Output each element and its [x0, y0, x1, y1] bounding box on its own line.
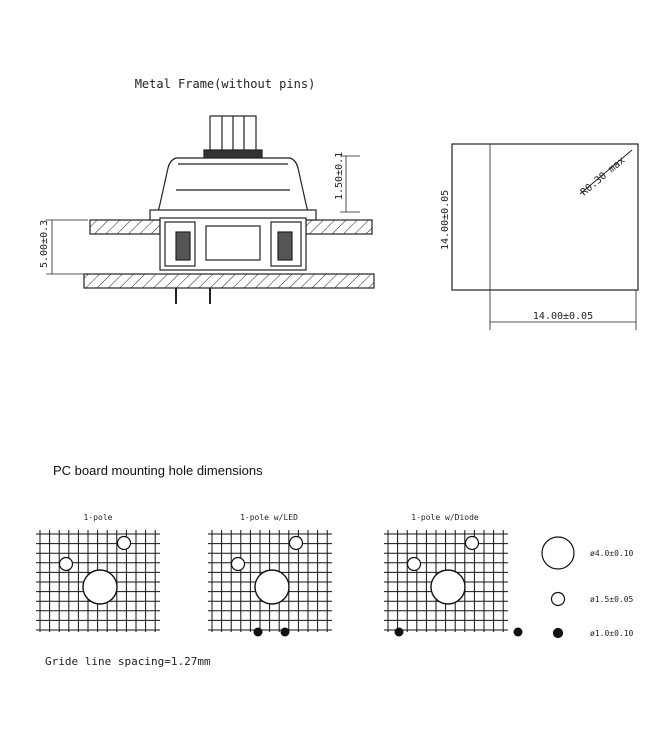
grid-label-1-pole-diode: 1-pole w/Diode	[411, 513, 479, 522]
legend-hole-large	[541, 536, 575, 570]
switch-side-view	[46, 115, 375, 304]
hole-pin-right	[116, 535, 132, 551]
hole-pin-right	[288, 535, 304, 551]
square-dim-horizontal: 14.00±0.05	[533, 311, 593, 322]
legend-text-small: ø1.0±0.10	[590, 629, 634, 638]
grid-spacing-note: Gride line spacing=1.27mm	[45, 655, 211, 668]
hole-pin-right	[464, 535, 480, 551]
top-plate-right	[305, 219, 373, 235]
square-top-view	[451, 143, 639, 330]
radius-leader	[579, 149, 633, 195]
hole-pin-left	[230, 556, 246, 572]
top-plate-left	[89, 219, 161, 235]
hole-small-filled	[280, 627, 290, 637]
grid-1-pole-led	[208, 530, 332, 637]
hole-center-large	[82, 569, 118, 605]
hole-small-filled	[253, 627, 263, 637]
hole-small-filled	[513, 627, 523, 637]
dim-frame-height: 1.50±0.1	[334, 152, 345, 200]
square-outline	[451, 143, 639, 291]
legend-text-large: ø4.0±0.10	[590, 549, 634, 558]
hole-pin-left	[58, 556, 74, 572]
pcb-board	[83, 273, 375, 289]
legend-hole-small	[552, 627, 564, 639]
dim-plate-gap: 5.00±0.3	[39, 220, 50, 268]
pcb-heading: PC board mounting hole dimensions	[53, 463, 263, 478]
grid-1-pole-diode	[384, 530, 523, 637]
switch-housing-top	[157, 157, 309, 213]
square-radius-label: R0.30 max	[579, 155, 628, 198]
frame-title: Metal Frame(without pins)	[135, 77, 316, 91]
hole-legend	[541, 536, 575, 639]
hole-small-filled	[394, 627, 404, 637]
grid-label-1-pole-led: 1-pole w/LED	[240, 513, 298, 522]
legend-text-medium: ø1.5±0.05	[590, 595, 634, 604]
square-dim-vertical: 14.00±0.05	[440, 190, 451, 250]
grid-label-1-pole: 1-pole	[84, 513, 113, 522]
hole-center-large	[430, 569, 466, 605]
hole-pin-left	[406, 556, 422, 572]
hole-center-large	[254, 569, 290, 605]
legend-hole-medium	[550, 591, 566, 607]
grid-1-pole	[36, 530, 160, 632]
